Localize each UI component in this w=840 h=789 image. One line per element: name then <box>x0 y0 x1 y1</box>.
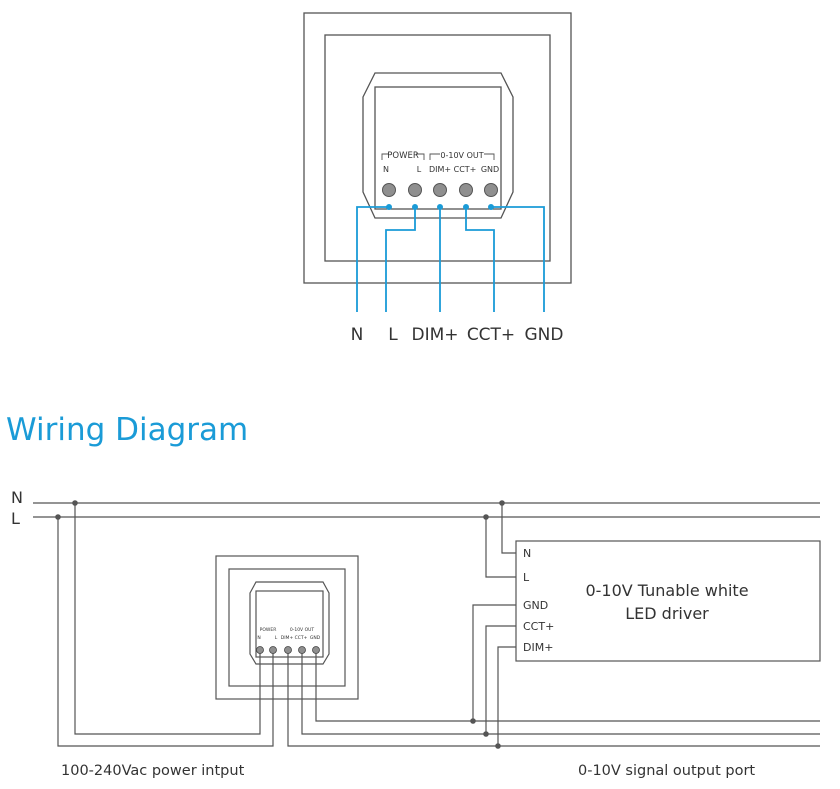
wire-l <box>385 207 416 312</box>
driver-terminal-dim: DIM+ <box>523 641 553 654</box>
junction-dim <box>495 743 501 749</box>
driver-title-line1: 0-10V Tunable white <box>585 581 748 600</box>
small-terminal-label-l: L <box>275 635 278 641</box>
top-faceplate-inner <box>324 34 551 262</box>
caption-power-input: 100-240Vac power intput <box>61 763 245 779</box>
wire-cct <box>465 207 495 312</box>
wire-label-l: L <box>388 325 398 345</box>
driver-dim-wire <box>497 646 516 746</box>
wire-label-dim: DIM+ <box>411 325 458 345</box>
driver-terminal-l: L <box>523 571 530 584</box>
driver-feed-n <box>501 503 516 554</box>
top-terminal-gnd <box>484 183 498 197</box>
small-power-group-label: POWER <box>260 627 277 633</box>
wire-gnd <box>491 206 545 312</box>
power-bracket <box>381 153 425 160</box>
wire-label-gnd: GND <box>525 325 564 345</box>
top-terminal-label-cct: CCT+ <box>454 165 477 174</box>
feed-l <box>57 517 274 747</box>
top-terminal-label-l: L <box>417 165 422 174</box>
junction-gnd <box>470 718 476 724</box>
junction-feed-l <box>55 514 61 520</box>
top-faceplate-outer <box>303 12 572 284</box>
wire-dot-gnd <box>488 204 494 210</box>
small-terminal-gnd <box>312 646 320 654</box>
driver-title-line2: LED driver <box>625 604 709 623</box>
small-terminal-label-gnd: GND <box>310 635 321 641</box>
top-terminal-label-dim: DIM+ <box>429 165 451 174</box>
wire-label-cct: CCT+ <box>467 325 515 345</box>
small-terminal-label-n: N <box>257 635 260 641</box>
top-module-body <box>362 72 514 219</box>
small-module-body <box>249 581 330 665</box>
caption-signal-output: 0-10V signal output port <box>578 763 755 779</box>
feed-n <box>74 503 261 735</box>
top-terminal-cct <box>459 183 473 197</box>
small-terminal-cct <box>298 646 306 654</box>
junction-driver-l <box>483 514 489 520</box>
top-power-group-label: POWER <box>387 151 419 161</box>
small-terminal-n <box>256 646 264 654</box>
wire-dot-dim <box>437 204 443 210</box>
top-terminal-dim <box>433 183 447 197</box>
out-cct <box>301 650 820 735</box>
driver-terminal-gnd: GND <box>523 599 548 612</box>
section-title: Wiring Diagram <box>6 412 249 448</box>
driver-cct-wire <box>485 625 516 734</box>
wire-n <box>356 206 389 312</box>
top-terminal-label-n: N <box>383 165 389 174</box>
out-gnd <box>315 650 820 722</box>
small-out-group-label: 0-10V OUT <box>290 627 315 633</box>
top-out-group-label: 0-10V OUT <box>440 151 483 160</box>
small-faceplate-outer <box>215 555 359 700</box>
out-dim <box>287 650 820 747</box>
top-terminal-n <box>382 183 396 197</box>
driver-terminal-cct: CCT+ <box>523 620 554 633</box>
driver-gnd-wire <box>472 604 516 721</box>
junction-feed-n <box>72 500 78 506</box>
wire-dot-n <box>386 204 392 210</box>
wire-dot-cct <box>463 204 469 210</box>
driver-feed-l <box>485 517 516 578</box>
line-label-n: N <box>11 488 23 507</box>
small-terminal-dim <box>284 646 292 654</box>
small-terminal-l <box>269 646 277 654</box>
small-faceplate-inner <box>228 568 346 687</box>
wire-label-n: N <box>351 325 364 345</box>
small-terminal-label-cct: CCT+ <box>295 635 308 641</box>
small-module-inner <box>255 590 324 658</box>
top-panel <box>303 12 572 284</box>
wire-dot-l <box>412 204 418 210</box>
small-terminal-label-dim: DIM+ <box>281 635 294 641</box>
top-terminal-l <box>408 183 422 197</box>
out-bracket <box>429 153 495 160</box>
junction-driver-n <box>499 500 505 506</box>
top-terminal-label-gnd: GND <box>481 165 499 174</box>
line-label-l: L <box>11 509 20 528</box>
junction-cct <box>483 731 489 737</box>
driver-terminal-n: N <box>523 547 531 560</box>
led-driver-box <box>515 540 821 662</box>
